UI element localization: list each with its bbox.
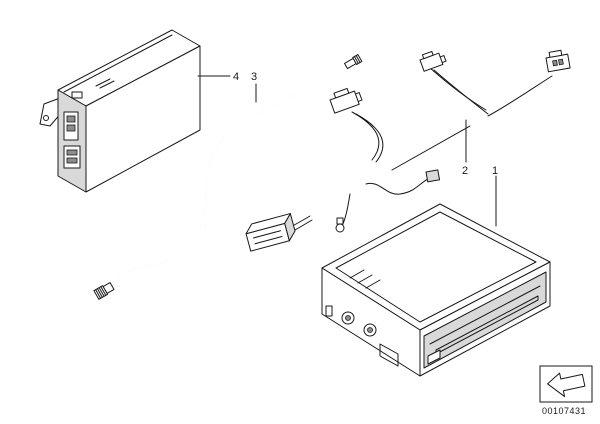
callout-1: 1 bbox=[492, 165, 498, 177]
wiring-harness-part-2 bbox=[245, 49, 571, 252]
reference-number: 00107431 bbox=[542, 406, 586, 416]
leader-lines bbox=[197, 75, 497, 227]
callout-4: 4 bbox=[233, 71, 239, 83]
antenna-cable-part-3 bbox=[93, 54, 363, 300]
control-module-part-4 bbox=[39, 29, 201, 193]
cd-unit-part-1 bbox=[321, 203, 551, 377]
callout-3: 3 bbox=[251, 71, 257, 83]
callout-2: 2 bbox=[462, 165, 468, 177]
arrow-outline-icon[interactable] bbox=[539, 365, 593, 403]
